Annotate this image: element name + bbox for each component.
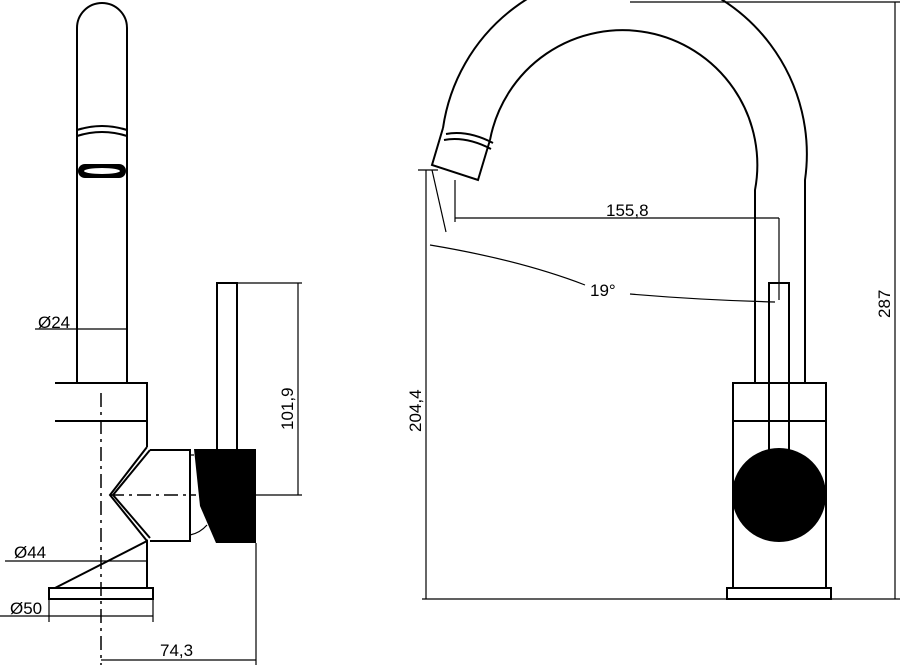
- side-spout: [76, 2, 128, 383]
- dim-d50: Ø50: [10, 599, 42, 618]
- dim-line-depth: [101, 543, 257, 665]
- dim-handle-height: 101,9: [278, 387, 297, 430]
- dim-line-reach: [454, 180, 780, 300]
- dim-spout-height: 204,4: [406, 389, 425, 432]
- dim-line-spout-height: [418, 169, 438, 599]
- front-spout-outer: [442, 0, 808, 383]
- front-base: [726, 587, 832, 600]
- dim-line-angle: [429, 169, 776, 303]
- dim-d44: Ø44: [14, 543, 46, 562]
- dim-line-total-height: [630, 1, 900, 599]
- front-spout-inner: [489, 29, 759, 383]
- dim-depth: 74,3: [160, 641, 193, 660]
- side-handle-lever: [216, 282, 238, 449]
- front-view: 155,8 19° 204,4 287: [406, 0, 900, 600]
- dim-line-handle: [237, 282, 302, 496]
- dim-line-d50: [0, 600, 154, 622]
- handle-connector: [108, 446, 191, 542]
- dim-total-height: 287: [875, 290, 894, 318]
- side-handle-knob: [194, 449, 256, 543]
- front-handle-knob: [732, 448, 826, 542]
- side-view: Ø24 Ø44 Ø50 74,3 101,9: [0, 2, 302, 665]
- front-spout-tip: [430, 127, 494, 182]
- front-handle-lever: [768, 282, 790, 455]
- dim-angle: 19°: [590, 281, 616, 300]
- dim-reach: 155,8: [606, 201, 649, 220]
- spout-aerator-ring: [76, 125, 128, 137]
- aerator-highlight: [84, 168, 120, 174]
- dim-d24: Ø24: [38, 313, 70, 332]
- knob-joint: [189, 454, 208, 536]
